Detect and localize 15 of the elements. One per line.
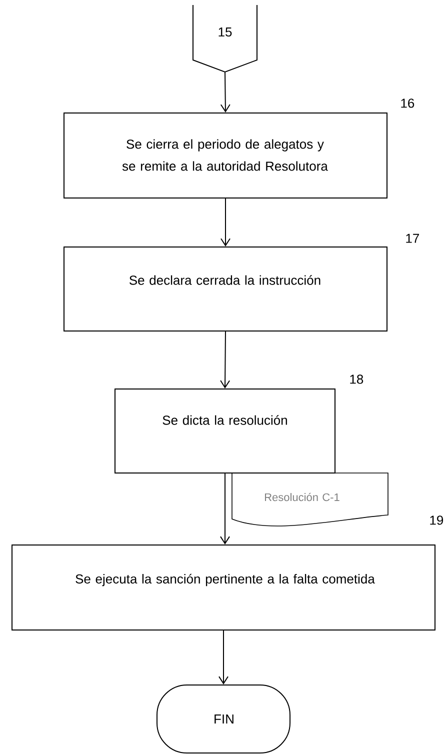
off-page-connector: 15 — [192, 4, 258, 73]
terminator: FIN — [156, 684, 290, 754]
step-number: 17 — [406, 234, 419, 243]
process-box: Se ejecuta la sanción pertinente a la falta cometida — [12, 544, 436, 630]
process-box: Se dicta la resolución — [114, 388, 336, 474]
arrow — [218, 630, 228, 684]
arrow — [220, 198, 230, 246]
process-box: Se cierra el periodo de alegatos y se remite a la autoridad Resolutora — [64, 112, 388, 198]
arrow — [220, 331, 230, 388]
step-number: 16 — [401, 98, 414, 108]
arrow — [220, 473, 230, 544]
step-number: 18 — [350, 374, 364, 384]
arrow — [220, 72, 230, 112]
step-number: 19 — [430, 516, 444, 525]
process-box: Se declara cerrada la instrucción — [64, 246, 388, 332]
